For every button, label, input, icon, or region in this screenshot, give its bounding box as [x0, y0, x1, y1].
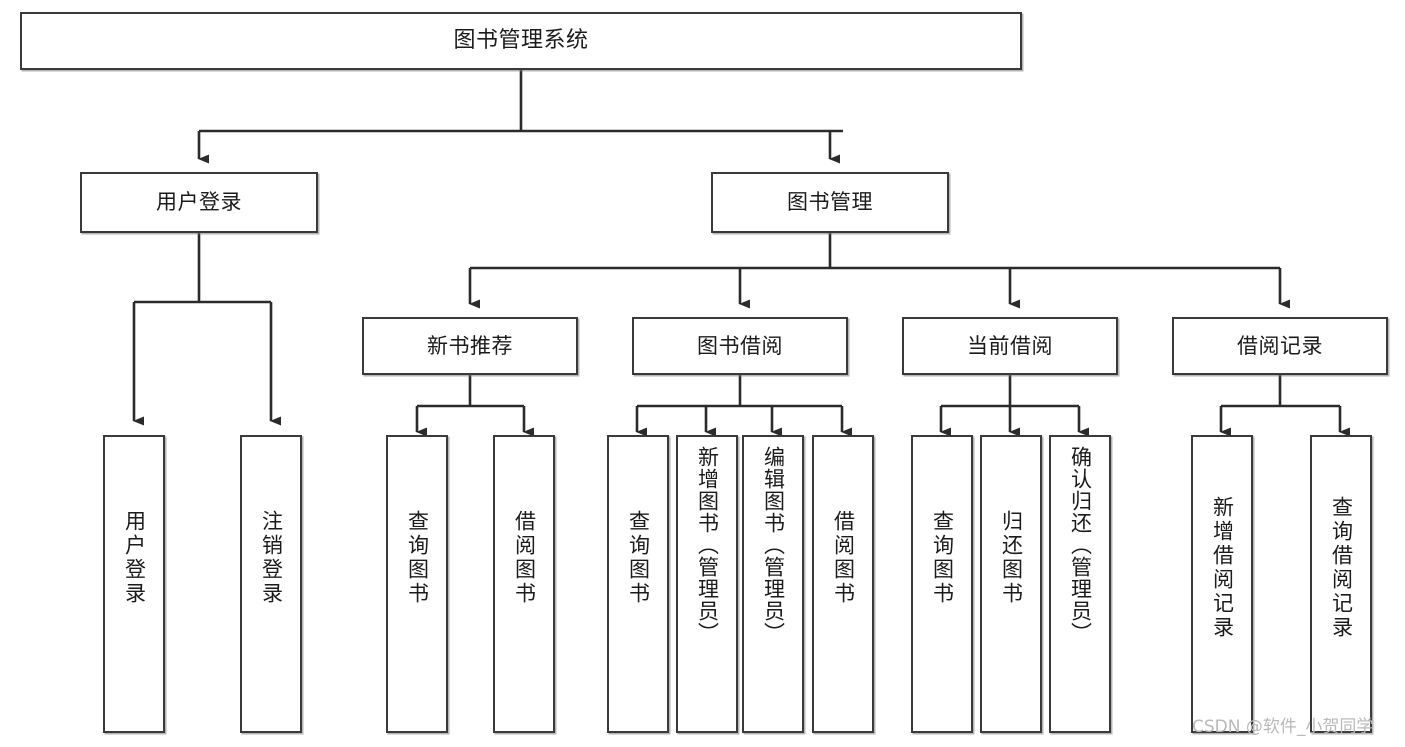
node-book-borrow[interactable]: 图书借阅 [632, 317, 848, 375]
node-label: 查询图书 [405, 510, 430, 606]
leaf-query-book-current[interactable]: 查询图书 [911, 435, 973, 733]
node-label: 用户登录 [122, 510, 147, 606]
leaf-add-book[interactable]: 新增图书（管理员） [676, 435, 738, 733]
leaf-user-login[interactable]: 用户登录 [103, 435, 165, 733]
leaf-add-borrow-record[interactable]: 新增借阅记录 [1191, 435, 1253, 733]
node-root-book-management-system[interactable]: 图书管理系统 [20, 12, 1022, 70]
node-current-borrow[interactable]: 当前借阅 [902, 317, 1118, 375]
node-label: 当前借阅 [967, 333, 1053, 358]
node-label: 图书管理 [787, 190, 873, 215]
node-label: 新书推荐 [427, 333, 513, 358]
leaf-query-book-borrow[interactable]: 查询图书 [607, 435, 669, 733]
leaf-confirm-return[interactable]: 确认归还（管理员） [1049, 435, 1111, 733]
node-label: 编辑图书（管理员） [761, 446, 786, 644]
leaf-query-book-recommend[interactable]: 查询图书 [386, 435, 448, 733]
node-label: 确认归还（管理员） [1068, 446, 1093, 644]
leaf-borrow-book-recommend[interactable]: 借阅图书 [493, 435, 555, 733]
csdn-watermark: CSDN @软件_小贺同学 [1192, 717, 1374, 737]
node-label: 用户登录 [156, 190, 242, 215]
node-label: 注销登录 [259, 510, 284, 606]
node-label: 归还图书 [999, 510, 1024, 606]
leaf-logout-login[interactable]: 注销登录 [240, 435, 302, 733]
leaf-edit-book[interactable]: 编辑图书（管理员） [742, 435, 804, 733]
node-label: 查询借阅记录 [1329, 496, 1354, 640]
leaf-borrow-book[interactable]: 借阅图书 [812, 435, 874, 733]
node-user-login[interactable]: 用户登录 [80, 172, 318, 233]
node-label: 查询图书 [626, 510, 651, 606]
node-label: 借阅图书 [831, 510, 856, 606]
node-label: 借阅图书 [512, 510, 537, 606]
node-label: 新增借阅记录 [1210, 496, 1235, 640]
node-new-book-recommend[interactable]: 新书推荐 [362, 317, 578, 375]
leaf-query-borrow-record[interactable]: 查询借阅记录 [1310, 435, 1372, 733]
node-label: 图书借阅 [697, 333, 783, 358]
node-label: 图书管理系统 [453, 28, 589, 54]
leaf-return-book[interactable]: 归还图书 [980, 435, 1042, 733]
node-label: 新增图书（管理员） [695, 446, 720, 644]
node-borrow-record[interactable]: 借阅记录 [1172, 317, 1388, 375]
node-label: 借阅记录 [1237, 333, 1323, 358]
node-label: 查询图书 [930, 510, 955, 606]
node-book-management[interactable]: 图书管理 [711, 172, 949, 233]
